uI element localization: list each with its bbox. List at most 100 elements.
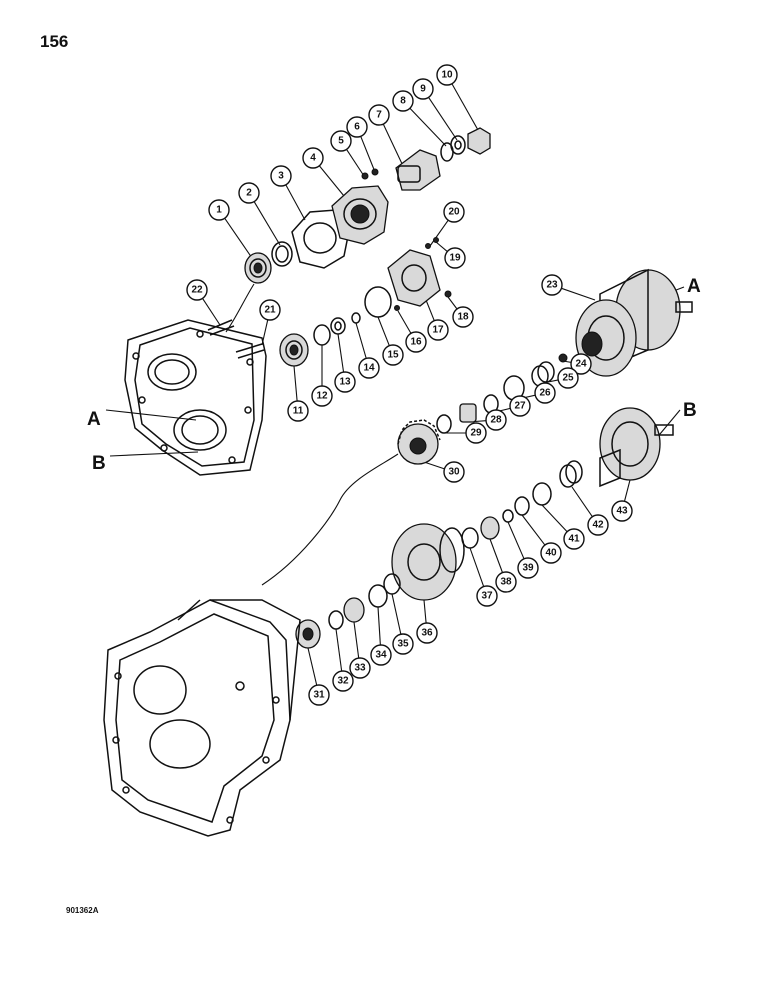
leader-line-36 xyxy=(423,599,427,624)
callout-number: 41 xyxy=(568,534,580,545)
part-5-nut xyxy=(361,172,369,180)
callout-number: 43 xyxy=(616,506,628,517)
callout-circle xyxy=(186,279,208,301)
page-number: 156 xyxy=(40,32,69,51)
callout-33: 33 xyxy=(349,657,371,679)
callout-34: 34 xyxy=(370,644,392,666)
callout-35: 35 xyxy=(392,633,414,655)
part-4-retainer-housing xyxy=(331,185,389,245)
callout-circle xyxy=(349,657,371,679)
part-7-output-yoke xyxy=(395,149,441,191)
callout-6: 6 xyxy=(346,116,368,138)
callout-10: 10 xyxy=(436,64,458,86)
callout-12: 12 xyxy=(311,385,333,407)
part-40-washer xyxy=(514,496,530,516)
ref-letter-b-right: B xyxy=(683,400,697,421)
leader-line-38 xyxy=(489,538,504,573)
callout-circle xyxy=(465,422,487,444)
leader-line-34 xyxy=(377,606,381,646)
callout-circle xyxy=(540,542,562,564)
callout-30: 30 xyxy=(443,461,465,483)
leader-lines xyxy=(105,83,685,686)
callout-circle xyxy=(534,382,556,404)
callout-7: 7 xyxy=(368,104,390,126)
callout-number: 21 xyxy=(264,305,276,316)
callout-39: 39 xyxy=(517,557,539,579)
callout-number: 33 xyxy=(354,663,366,674)
callout-29: 29 xyxy=(465,422,487,444)
callout-number: 11 xyxy=(293,406,304,417)
callout-circle xyxy=(332,670,354,692)
ref-letter-a-right: A xyxy=(687,276,701,297)
callout-circle xyxy=(392,633,414,655)
callout-circle xyxy=(287,400,309,422)
leader-line-42 xyxy=(571,486,593,518)
part-25-spring xyxy=(531,361,555,387)
callout-number: 26 xyxy=(539,388,551,399)
callout-circle xyxy=(587,514,609,536)
part-43-clutch-assembly xyxy=(599,407,674,488)
callout-circle xyxy=(485,409,507,431)
part-22-dowel-pin xyxy=(207,319,235,336)
callout-circle xyxy=(427,319,449,341)
callout-circle xyxy=(405,331,427,353)
callout-number: 8 xyxy=(400,96,406,107)
part-38-bearing xyxy=(480,516,500,540)
part-29-snap-ring xyxy=(436,414,452,434)
leader-line-6 xyxy=(360,136,376,173)
callout-number: 2 xyxy=(246,188,252,199)
part-21-dowel-pin xyxy=(235,343,265,359)
callout-number: 13 xyxy=(339,377,351,388)
part-32-washer xyxy=(328,610,344,630)
callout-number: 23 xyxy=(546,280,558,291)
leader-line-15 xyxy=(377,316,390,346)
callout-number: 22 xyxy=(191,285,203,296)
callout-number: 14 xyxy=(363,363,375,374)
part-1-bearing xyxy=(244,252,272,284)
callout-1: 1 xyxy=(208,199,230,221)
callout-number: 30 xyxy=(448,467,460,478)
callout-20: 20 xyxy=(443,201,465,223)
leader-line-4 xyxy=(318,165,345,197)
callout-circle xyxy=(238,182,260,204)
callout-circle xyxy=(370,644,392,666)
part-24-bearing xyxy=(558,353,568,363)
leader-line-39 xyxy=(507,521,525,560)
callout-number: 12 xyxy=(316,391,328,402)
callout-number: 7 xyxy=(376,110,382,121)
callout-9: 9 xyxy=(412,78,434,100)
callout-number: 16 xyxy=(410,337,422,348)
leader-line-30 xyxy=(423,461,445,470)
callout-circle xyxy=(392,90,414,112)
callout-number: 37 xyxy=(481,591,493,602)
leader-line-40 xyxy=(521,514,546,546)
leader-line-37 xyxy=(469,547,485,587)
callout-circle xyxy=(436,64,458,86)
callout-number: 35 xyxy=(397,639,409,650)
leader-line-41 xyxy=(541,504,568,533)
callout-number: 10 xyxy=(441,70,453,81)
leader-line-extra-1 xyxy=(225,283,255,333)
callout-40: 40 xyxy=(540,542,562,564)
part-14-spacer xyxy=(351,312,361,324)
callout-17: 17 xyxy=(427,319,449,341)
callout-circle xyxy=(334,371,356,393)
transmission-housing xyxy=(103,599,301,837)
part-36-gear xyxy=(391,523,465,601)
callout-circle xyxy=(476,585,498,607)
callout-2: 2 xyxy=(238,182,260,204)
leader-line-18 xyxy=(447,296,458,310)
callout-number: 32 xyxy=(337,676,349,687)
callout-41: 41 xyxy=(563,528,585,550)
callout-number: 17 xyxy=(432,325,444,336)
part-11-bearing xyxy=(279,333,309,367)
reference-letters: A B A B xyxy=(87,276,701,474)
part-41-ring xyxy=(532,482,552,506)
callout-number: 36 xyxy=(421,628,433,639)
part-28-needle-bearing xyxy=(459,403,477,423)
callout-number: 20 xyxy=(448,207,460,218)
part-13-washer xyxy=(330,317,346,335)
leader-line-8 xyxy=(409,107,447,147)
part-17-bearing-cap xyxy=(387,237,452,307)
